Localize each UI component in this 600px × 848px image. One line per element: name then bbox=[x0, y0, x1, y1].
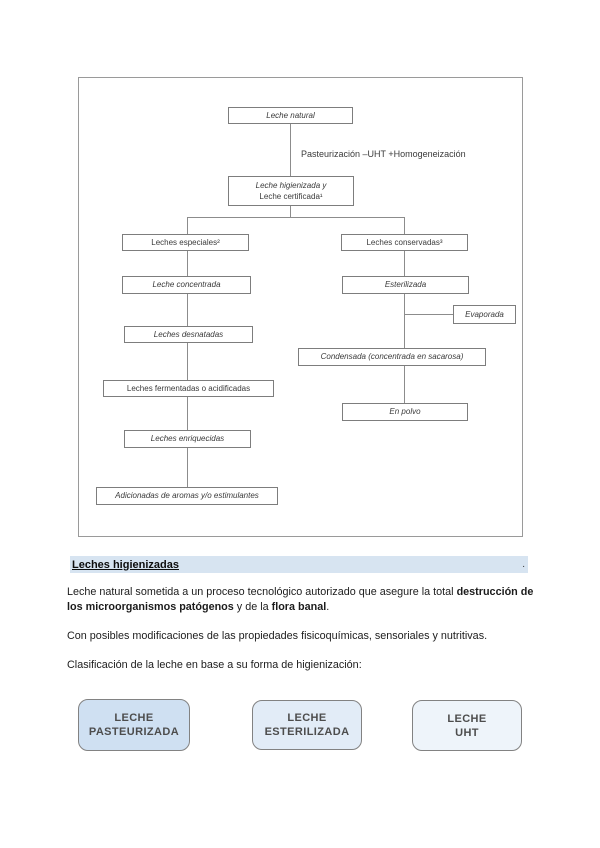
section-heading-bar: Leches higienizadas . bbox=[70, 556, 528, 573]
connector-split-right bbox=[404, 217, 405, 234]
node-line-higienizada: Leche higienizada y bbox=[255, 181, 327, 190]
diagram-node-leches-enriquecidas: Leches enriquecidas bbox=[124, 430, 251, 448]
leche-pasteurizada-button[interactable]: LECHE PASTEURIZADA bbox=[78, 699, 190, 751]
button-label-line: PASTEURIZADA bbox=[88, 726, 180, 738]
connector-evaporada-branch bbox=[404, 314, 453, 315]
diagram-node-leches-especiales: Leches especiales² bbox=[122, 234, 249, 251]
connector-desnatadas-fermentadas bbox=[187, 343, 188, 380]
connector-especiales-concentrada bbox=[187, 251, 188, 276]
diagram-node-evaporada: Evaporada bbox=[453, 305, 516, 324]
heading-trailing-period: . bbox=[522, 559, 525, 570]
diagram-node-esterilizada: Esterilizada bbox=[342, 276, 469, 294]
intro-text-2: y de la bbox=[233, 601, 272, 613]
diagram-node-leche-concentrada: Leche concentrada bbox=[122, 276, 251, 294]
classification-intro-paragraph: Clasificación de la leche en base a su f… bbox=[67, 659, 362, 671]
milk-classification-diagram: Pasteurización –UHT +Homogeneización Lec… bbox=[78, 77, 523, 537]
diagram-node-condensada: Condensada (concentrada en sacarosa) bbox=[298, 348, 486, 366]
connector-esterilizada-condensada bbox=[404, 294, 405, 348]
connector-condensada-enpolvo bbox=[404, 366, 405, 403]
connector-concentrada-desnatadas bbox=[187, 294, 188, 326]
leche-uht-button[interactable]: LECHE UHT bbox=[412, 700, 522, 751]
diagram-node-en-polvo: En polvo bbox=[342, 403, 468, 421]
connector-fermentadas-enriquecidas bbox=[187, 397, 188, 430]
connector-enriquecidas-adicionadas bbox=[187, 448, 188, 487]
diagram-node-leches-fermentadas: Leches fermentadas o acidificadas bbox=[103, 380, 274, 397]
button-label-line: LECHE bbox=[287, 712, 327, 724]
button-label-line: ESTERILIZADA bbox=[264, 726, 350, 738]
button-label-line: LECHE bbox=[447, 712, 487, 725]
diagram-node-leche-higienizada: Leche higienizada y Leche certificada¹ bbox=[228, 176, 354, 206]
node-line-certificada: Leche certificada¹ bbox=[259, 192, 323, 201]
connector-split-left bbox=[187, 217, 188, 234]
diagram-node-leches-conservadas: Leches conservadas³ bbox=[341, 234, 468, 251]
connector-higienizada-split bbox=[290, 206, 291, 218]
intro-bold-flora-banal: flora banal bbox=[271, 601, 327, 613]
button-label-line: LECHE bbox=[114, 712, 154, 724]
leche-esterilizada-button[interactable]: LECHE ESTERILIZADA bbox=[252, 700, 362, 750]
diagram-node-leches-desnatadas: Leches desnatadas bbox=[124, 326, 253, 343]
diagram-node-leche-natural: Leche natural bbox=[228, 107, 353, 124]
connector-split-horizontal bbox=[187, 217, 405, 218]
connector-conservadas-esterilizada bbox=[404, 251, 405, 276]
intro-text-3: . bbox=[326, 601, 330, 613]
button-label-line: UHT bbox=[455, 726, 479, 739]
connector-natural-higienizada bbox=[290, 124, 291, 176]
diagram-node-adicionadas: Adicionadas de aromas y/o estimulantes bbox=[96, 487, 278, 505]
intro-bold-patogenos: destrucción de los microorganismos patóg… bbox=[67, 586, 534, 613]
edge-label-pasteurizacion: Pasteurización –UHT +Homogeneización bbox=[301, 149, 466, 159]
modifications-paragraph: Con posibles modificaciones de las propi… bbox=[67, 630, 488, 642]
section-heading: Leches higienizadas bbox=[72, 558, 179, 571]
intro-text-1: Leche natural sometida a un proceso tecn… bbox=[67, 586, 457, 598]
intro-paragraph: Leche natural sometida a un proceso tecn… bbox=[67, 585, 537, 615]
